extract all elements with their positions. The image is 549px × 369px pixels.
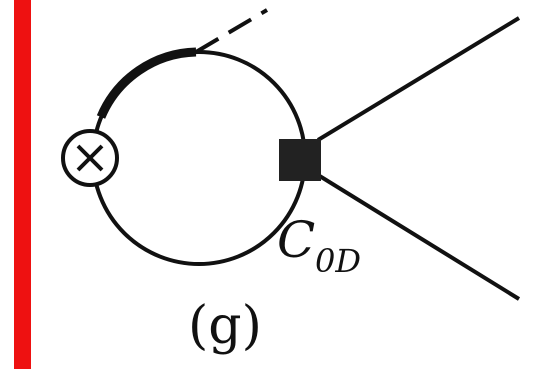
diagram-caption: (g) bbox=[188, 296, 262, 356]
vertex-label: C 0D bbox=[277, 211, 361, 280]
dashed-external-line bbox=[194, 8, 269, 54]
vertex-label-main: C bbox=[277, 211, 315, 269]
filled-square-vertex-icon bbox=[279, 139, 321, 181]
circle-cross-icon bbox=[61, 129, 119, 187]
external-line-upper bbox=[316, 16, 521, 142]
vertex-label-subscript: 0D bbox=[315, 242, 361, 280]
red-margin-bar bbox=[14, 0, 31, 369]
thick-propagator-segment bbox=[96, 47, 197, 119]
external-line-lower bbox=[316, 173, 521, 301]
